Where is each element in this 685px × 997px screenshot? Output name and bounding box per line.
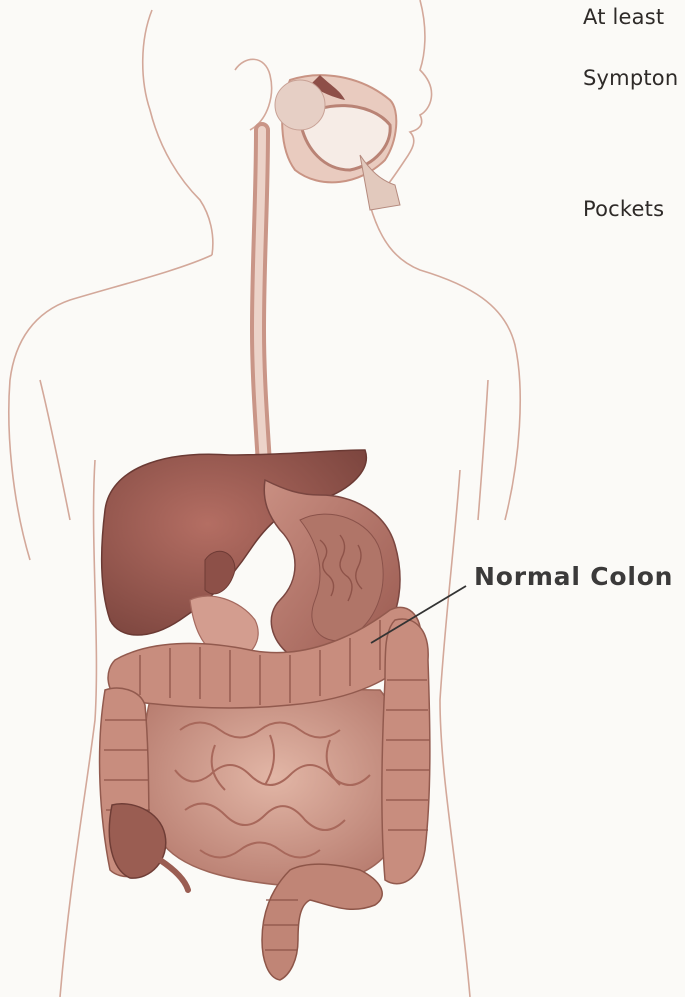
small-intestine: [143, 688, 403, 886]
side-text-line-2: Sympton: [583, 66, 678, 90]
normal-colon-label: Normal Colon: [474, 562, 673, 591]
esophagus: [258, 130, 265, 480]
side-text-line-1: At least: [583, 5, 664, 29]
side-text-line-3: Pockets: [583, 197, 664, 221]
oral-cavity: [275, 75, 400, 210]
